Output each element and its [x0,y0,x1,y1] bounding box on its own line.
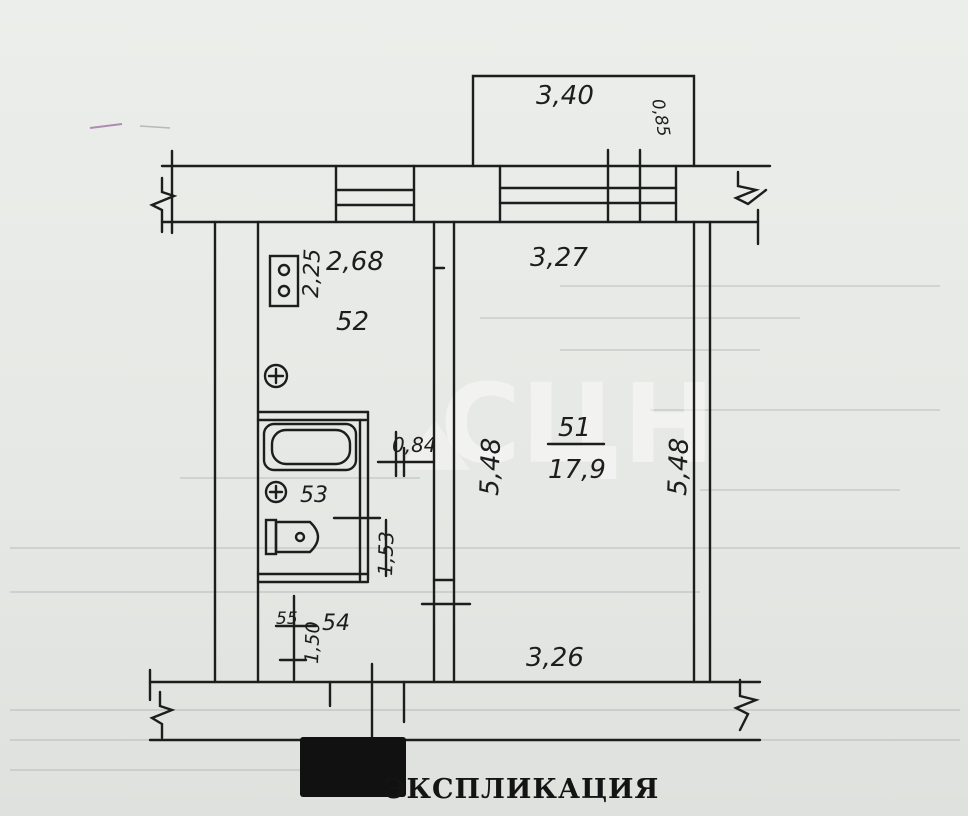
hall-id-small-label: 55 [276,609,298,629]
watermark-text: СЦН [440,360,715,488]
left-wall [213,220,260,684]
explication-heading: ЭКСПЛИКАЦИЯ [384,774,660,805]
kitchen-id-label: 52 [336,307,369,337]
balcony [471,74,696,168]
hall-dimension-lines [274,594,318,682]
bath-depth-label: 0,84 [392,433,437,457]
bath-dimension-lines [332,430,436,578]
room-id-label: 51 [558,413,591,443]
kitchen-depth-label: 2,25 [299,248,326,298]
background-text-lines [10,285,960,771]
balcony-depth-label: 0,85 [647,97,673,138]
room-width-top-label: 3,27 [530,243,588,273]
stove [268,254,300,308]
kitchen-sink-icon [263,363,289,389]
top-wall [149,148,772,246]
bathtub [262,422,358,472]
pen-mark-2 [139,125,171,129]
redaction-block [300,737,406,797]
washbasin-icon [264,480,288,504]
hall-id-label: 54 [322,611,350,636]
hall-length-label: 1,50 [301,621,324,664]
room-door-mark [420,578,472,606]
kitchen-width-label: 2,68 [326,247,384,277]
room-height-right-label: 5,48 [663,437,695,496]
room-width-bottom-label: 3,26 [526,643,584,673]
bathroom-walls [256,410,370,584]
partition-wall [432,220,456,684]
bath-id-label: 53 [300,483,328,508]
toilet [264,518,320,556]
right-wall [692,220,712,684]
balcony-width-label: 3,40 [536,81,594,111]
room-height-left-label: 5,48 [475,437,507,496]
bottom-wall [148,662,762,742]
pen-mark [89,123,123,129]
bath-length-label: 1,53 [373,531,399,576]
room-area-label: 17,9 [548,455,606,485]
